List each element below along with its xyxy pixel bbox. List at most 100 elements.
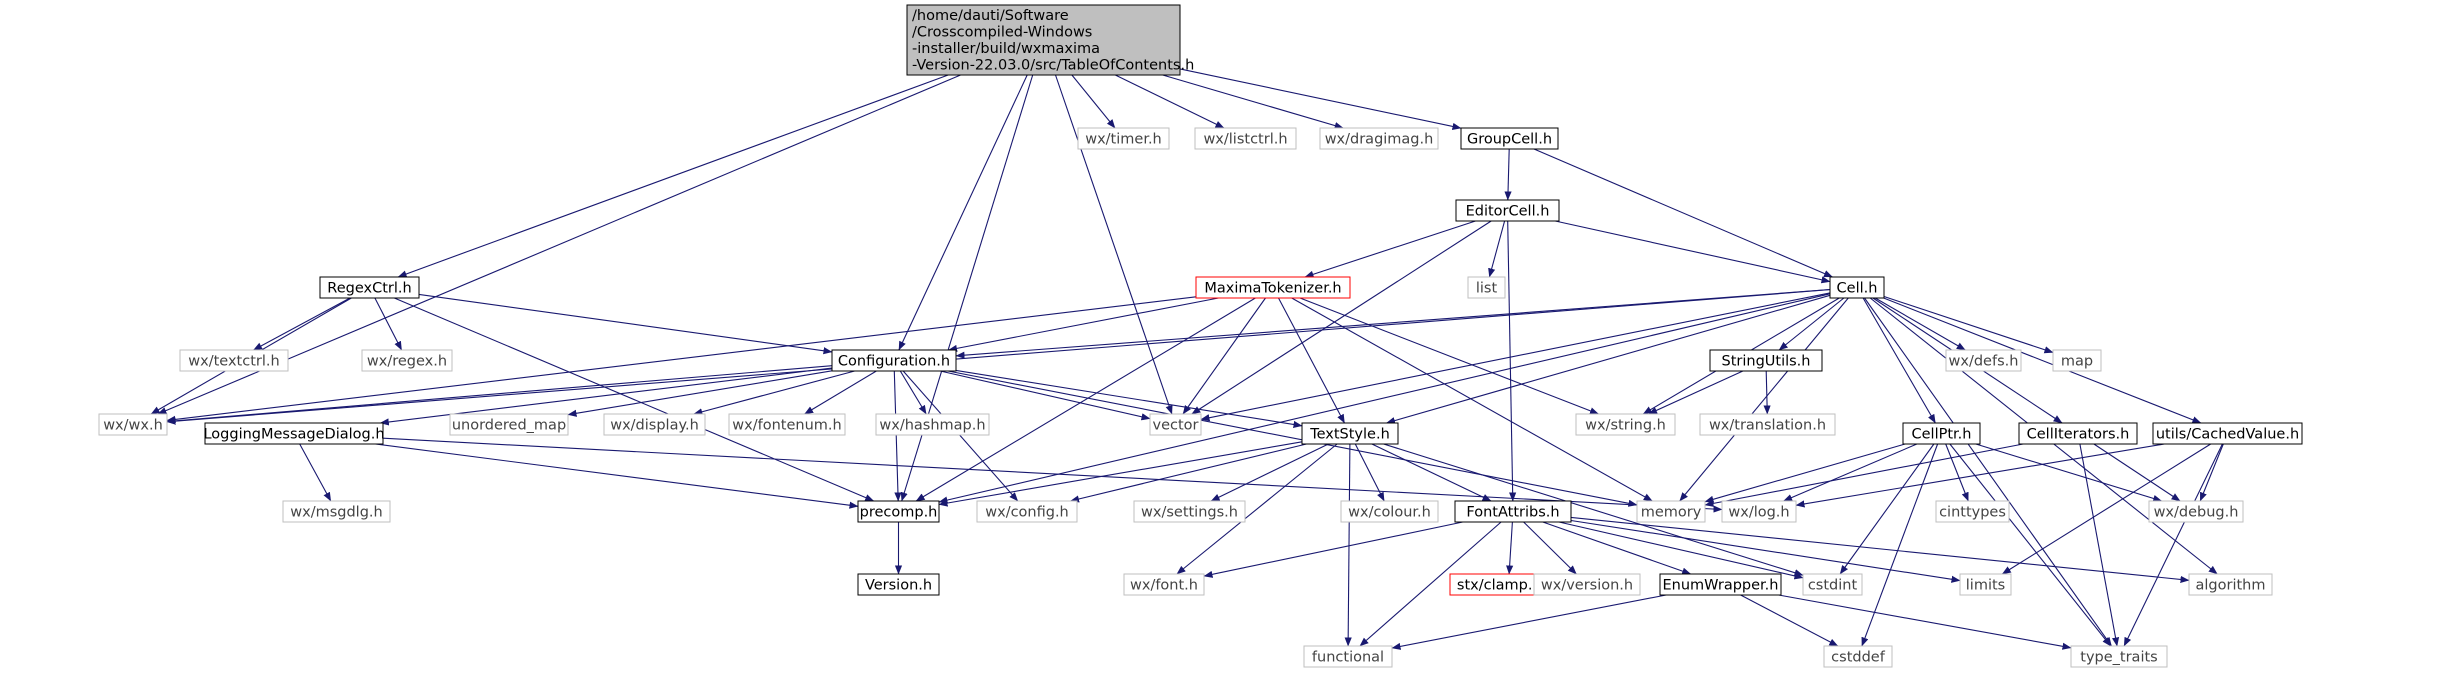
- edge-cell-to-cachedvalue: [1883, 297, 2202, 424]
- node-fontattribs[interactable]: FontAttribs.h: [1454, 500, 1572, 523]
- edge-root-to-configuration: [898, 74, 1028, 351]
- node-cstddef: cstddef: [1823, 645, 1893, 668]
- node-groupcell[interactable]: GroupCell.h: [1460, 127, 1559, 150]
- edge-textstyle-to-wxfont: [1176, 443, 1338, 575]
- node-stringutils[interactable]: StringUtils.h: [1709, 349, 1823, 372]
- node-regexctrl[interactable]: RegexCtrl.h: [319, 276, 420, 299]
- edge-editorcell-to-fontattribs: [1507, 220, 1517, 502]
- edge-celliterators-to-memory: [1704, 443, 2024, 507]
- node-label-editorcell: EditorCell.h: [1466, 204, 1550, 220]
- node-label-wxsettings: wx/settings.h: [1141, 505, 1238, 521]
- edge-stringutils-to-wxstring: [1648, 370, 1744, 415]
- node-box-wxdisplay: [603, 413, 706, 436]
- node-box-celliterators: [2018, 422, 2138, 445]
- edge-enumwrapper-to-functional: [1391, 594, 1667, 650]
- node-box-wxversion: [1533, 573, 1641, 596]
- edge-root-to-wxdragimag: [1162, 74, 1344, 130]
- edge-editorcell-to-maximatokenizer: [1304, 220, 1476, 278]
- node-loggingmessagedialog[interactable]: LoggingMessageDialog.h: [203, 422, 385, 445]
- node-cstdint: cstdint: [1802, 573, 1863, 596]
- node-wxtranslation: wx/translation.h: [1699, 413, 1836, 436]
- edge-cachedvalue-to-wxdebug: [2199, 443, 2224, 502]
- node-wxtextctrl: wx/textctrl.h: [179, 349, 289, 372]
- edge-root-to-wxwx: [157, 74, 961, 415]
- node-functional: functional: [1303, 645, 1393, 668]
- edge-textstyle-to-fontattribs: [1371, 443, 1492, 502]
- edge-maximatokenizer-to-wxwx: [166, 296, 1197, 423]
- node-cachedvalue[interactable]: utils/CachedValue.h: [2152, 422, 2303, 445]
- node-version[interactable]: Version.h: [857, 573, 940, 596]
- node-box-vector: [1149, 413, 1202, 436]
- node-box-memory: [1636, 500, 1706, 523]
- node-box-wxwx: [98, 413, 168, 436]
- node-label-wxlog: wx/log.h: [1728, 505, 1789, 521]
- node-enumwrapper[interactable]: EnumWrapper.h: [1659, 573, 1782, 596]
- node-box-limits: [1959, 573, 2012, 596]
- node-label-groupcell: GroupCell.h: [1467, 132, 1552, 148]
- node-wxversion: wx/version.h: [1533, 573, 1641, 596]
- edge-cell-to-stringutils: [1778, 297, 1845, 351]
- edge-maximatokenizer-to-configuration: [948, 297, 1219, 352]
- node-label-memory: memory: [1641, 505, 1702, 521]
- node-box-functional: [1303, 645, 1393, 668]
- node-cellptr[interactable]: CellPtr.h: [1902, 422, 1981, 445]
- edge-configuration-to-vector: [940, 370, 1151, 421]
- edge-textstyle-to-wxsettings: [1210, 443, 1329, 502]
- node-label-cstdint: cstdint: [1808, 578, 1858, 594]
- node-wxwx: wx/wx.h: [98, 413, 168, 436]
- node-label-wxtimer: wx/timer.h: [1085, 132, 1162, 148]
- edge-configuration-to-precomp: [893, 370, 902, 502]
- node-box-wxhashmap: [875, 413, 990, 436]
- node-precomp[interactable]: precomp.h: [857, 500, 940, 523]
- node-box-algorithm: [2188, 573, 2273, 596]
- node-vector: vector: [1149, 413, 1202, 436]
- node-box-precomp: [857, 500, 940, 523]
- node-celliterators[interactable]: CellIterators.h: [2018, 422, 2138, 445]
- node-wxconfig: wx/config.h: [976, 500, 1078, 523]
- node-box-enumwrapper: [1659, 573, 1782, 596]
- node-wxhashmap: wx/hashmap.h: [875, 413, 990, 436]
- edge-cell-to-map: [1883, 295, 2054, 354]
- edge-maximatokenizer-to-precomp: [915, 297, 1256, 502]
- node-root[interactable]: /home/dauti/Software/Crosscompiled-Windo…: [906, 4, 1194, 76]
- edge-root-to-wxlistctrl: [1115, 74, 1225, 129]
- node-label-wxfont: wx/font.h: [1130, 578, 1198, 594]
- edge-fontattribs-to-wxversion: [1523, 521, 1577, 575]
- edge-groupcell-to-editorcell: [1504, 148, 1512, 201]
- node-box-wxtextctrl: [179, 349, 289, 372]
- node-box-groupcell: [1460, 127, 1559, 150]
- node-label-wxdragimag: wx/dragimag.h: [1325, 132, 1434, 148]
- node-box-wxtimer: [1077, 127, 1170, 150]
- node-box-wxsettings: [1133, 500, 1246, 523]
- edge-configuration-to-wxhashmap: [899, 370, 927, 415]
- node-configuration[interactable]: Configuration.h: [831, 349, 957, 372]
- node-box-configuration: [831, 349, 957, 372]
- node-box-regexctrl: [319, 276, 420, 299]
- node-box-cellptr: [1902, 422, 1981, 445]
- node-editorcell[interactable]: EditorCell.h: [1455, 199, 1560, 222]
- node-label-wxdebug: wx/debug.h: [2154, 505, 2239, 521]
- node-textstyle[interactable]: TextStyle.h: [1301, 422, 1399, 445]
- edge-textstyle-to-wxcolour: [1354, 443, 1385, 502]
- node-wxstring: wx/string.h: [1575, 413, 1676, 436]
- node-box-textstyle: [1301, 422, 1399, 445]
- edge-regexctrl-to-wxregex: [374, 297, 403, 351]
- node-wxlog: wx/log.h: [1721, 500, 1797, 523]
- node-label-configuration: Configuration.h: [838, 354, 950, 370]
- node-box-type_traits: [2070, 645, 2168, 668]
- node-label-wxregex: wx/regex.h: [367, 354, 447, 370]
- node-box-wxlog: [1721, 500, 1797, 523]
- edge-cellptr-to-cinttypes: [1945, 443, 1969, 502]
- node-label-wxtranslation: wx/translation.h: [1709, 418, 1826, 434]
- node-box-maximatokenizer: [1195, 276, 1351, 299]
- node-label-cinttypes: cinttypes: [1939, 505, 2006, 521]
- edge-fontattribs-to-enumwrapper: [1542, 521, 1692, 575]
- node-maximatokenizer[interactable]: MaximaTokenizer.h: [1195, 276, 1351, 299]
- node-box-wxdebug: [2148, 500, 2244, 523]
- node-limits: limits: [1959, 573, 2012, 596]
- node-cell[interactable]: Cell.h: [1829, 276, 1885, 299]
- node-box-wxcolour: [1340, 500, 1439, 523]
- node-label-wxtextctrl: wx/textctrl.h: [188, 354, 279, 370]
- edge-celliterators-to-type_traits: [2079, 443, 2120, 647]
